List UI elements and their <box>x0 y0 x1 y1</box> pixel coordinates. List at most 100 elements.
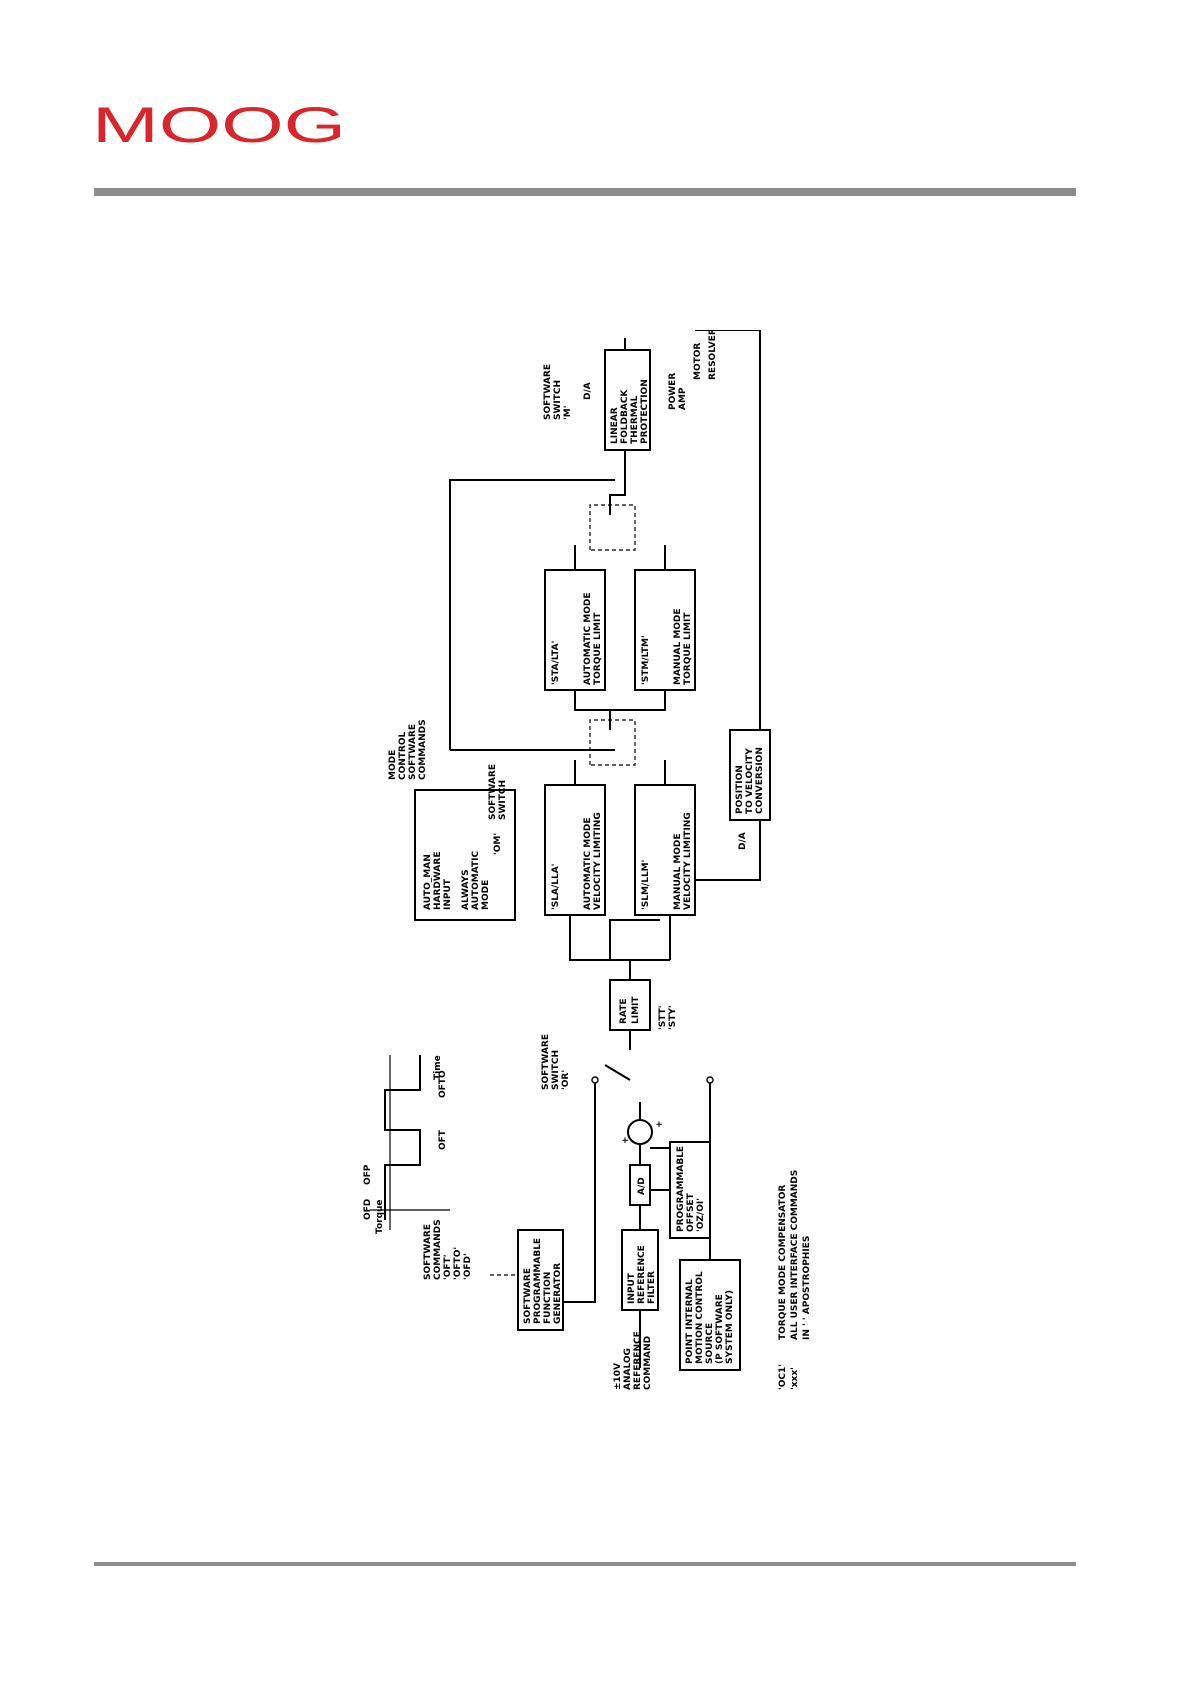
mode-control-line-2: CONTROL <box>398 731 408 780</box>
footer-divider <box>94 1562 1076 1566</box>
foldback-line-4: PROTECTION <box>640 379 650 444</box>
resolver-label: RESOLVER <box>708 330 718 380</box>
control-block-diagram: SOFTWARE PROGRAMMABLE FUNCTION GENERATOR… <box>363 330 812 1390</box>
auto-velocity-line-2: VELOCITY LIMITING <box>593 812 603 910</box>
waveform-ofd-label: OFD <box>363 1199 373 1220</box>
foldback-box <box>604 349 651 451</box>
always-auto-line-3: MODE <box>481 880 491 910</box>
switch-or-line-3: 'OR' <box>561 1070 571 1090</box>
header-divider <box>94 188 1076 196</box>
waveform-time-label: Time <box>433 1055 443 1080</box>
legend-code-2: 'xxx' <box>790 1367 800 1390</box>
pos-vel-line-3: CONVERSION <box>755 747 765 814</box>
analog-ref-line-4: COMMAND <box>643 1336 653 1390</box>
mode-control-line-1: MODE <box>388 750 398 780</box>
power-amp-line-1: POWER <box>668 373 678 410</box>
mode-control-line-4: COMMANDS <box>418 719 428 780</box>
rate-limit-line-1: RATE <box>619 999 629 1024</box>
waveform-oft-label: OFT <box>438 1129 448 1150</box>
function-generator-box <box>517 1229 564 1331</box>
sum-plus-a: + <box>621 1136 631 1144</box>
offset-line-3: 'OZ/OI' <box>696 1198 706 1232</box>
foldback-line-2: FOLDBACK <box>620 389 630 444</box>
diagram-legend: 'OC1' TORQUE MODE COMPENSATOR 'xxx' ALL … <box>778 1170 812 1390</box>
man-torque-box <box>634 569 696 691</box>
da-bottom-label: D/A <box>738 832 748 850</box>
moog-logo: MOOG <box>92 100 346 150</box>
auto-man-line-1: AUTO_MAN <box>423 854 433 910</box>
stt-line-1: 'STT' <box>658 1006 668 1030</box>
input-filter-line-2: REFERENCE <box>637 1245 647 1304</box>
always-auto-line-2: AUTOMATIC <box>471 851 481 910</box>
pos-vel-line-1: POSITION <box>735 765 745 814</box>
input-filter-box <box>621 1229 659 1311</box>
waveform-sketch: Torque Time OFT OFTO OFP OFD <box>363 1055 450 1234</box>
input-filter-line-3: FILTER <box>647 1271 657 1304</box>
man-velocity-line-1: MANUAL MODE <box>673 833 683 910</box>
legend-text-2: ALL USER INTERFACE COMMANDS <box>790 1170 800 1340</box>
summing-junction <box>627 1119 653 1145</box>
velocity-switch <box>589 719 636 766</box>
mode-control-line-3: SOFTWARE <box>408 724 418 780</box>
man-velocity-line-2: VELOCITY LIMITING <box>683 812 693 910</box>
auto-man-line-2: HARDWARE <box>433 852 443 910</box>
waveform-ofp-label: OFP <box>363 1164 373 1185</box>
function-generator-line-3: FUNCTION <box>543 1272 553 1324</box>
torque-switch <box>589 504 636 551</box>
point-internal-line-1: POINT INTERNAL <box>685 1279 695 1364</box>
auto-torque-line-2: TORQUE LIMIT <box>593 612 603 685</box>
waveform-torque-label: Torque <box>375 1199 385 1234</box>
ad-label: A/D <box>637 1177 647 1195</box>
slm-label: 'SLM/LLM' <box>641 860 651 910</box>
offset-box <box>669 1141 711 1239</box>
switch-or-line-2: SWITCH <box>551 1050 561 1090</box>
moog-logo-text: MOOG <box>92 100 346 150</box>
switch-sw-line-1: SOFTWARE <box>488 764 498 820</box>
auto-man-line-3: INPUT <box>443 878 453 910</box>
offset-line-2: OFFSET <box>686 1192 696 1232</box>
block-diagram-figure: SOFTWARE PROGRAMMABLE FUNCTION GENERATOR… <box>290 330 890 1410</box>
software-commands-line-5: 'OFD' <box>463 1253 473 1280</box>
point-internal-box <box>679 1259 741 1371</box>
switch-or-line-1: SOFTWARE <box>541 1034 551 1090</box>
switch-sw-line-2: SWITCH <box>498 780 508 820</box>
man-torque-line-2: TORQUE LIMIT <box>683 612 693 685</box>
power-amp-line-2: AMP <box>678 387 688 410</box>
software-commands-line-1: SOFTWARE <box>423 1224 433 1280</box>
auto-velocity-box <box>544 784 606 916</box>
software-commands-line-3: 'OFT' <box>443 1255 453 1280</box>
auto-torque-box <box>544 569 606 691</box>
waveform-ofto-label: OFTO <box>438 1070 448 1098</box>
switch-m-line-1: SOFTWARE <box>543 364 553 420</box>
software-commands-line-4: 'OFTO' <box>453 1247 463 1280</box>
function-generator-line-4: GENERATOR <box>553 1263 563 1324</box>
legend-code-1: 'OC1' <box>778 1364 788 1390</box>
offset-line-1: PROGRAMMABLE <box>676 1146 686 1232</box>
om-label: 'OM' <box>493 833 503 855</box>
stt-line-2: 'STY' <box>668 1005 678 1030</box>
point-internal-line-2: MOTION CONTROL <box>695 1271 705 1364</box>
man-velocity-box <box>634 784 696 916</box>
position-velocity-box <box>729 729 771 821</box>
point-internal-line-3: SOURCE <box>705 1323 715 1364</box>
analog-ref-line-3: REFERENCE <box>633 1331 643 1390</box>
software-commands-line-2: COMMANDS <box>433 1219 443 1280</box>
pos-vel-line-2: TO VELOCITY <box>745 748 755 814</box>
man-torque-line-1: MANUAL MODE <box>673 608 683 685</box>
switch-m-line-3: 'M' <box>563 406 573 420</box>
rate-limit-box <box>609 979 651 1031</box>
auto-man-box <box>414 789 516 921</box>
analog-ref-line-2: ANALOG <box>623 1348 633 1390</box>
always-auto-line-1: ALWAYS <box>461 869 471 910</box>
rate-limit-line-2: LIMIT <box>631 996 641 1024</box>
auto-torque-line-1: AUTOMATIC MODE <box>583 593 593 685</box>
foldback-line-1: LINEAR <box>610 407 620 444</box>
function-generator-line-1: SOFTWARE <box>523 1268 533 1324</box>
sla-label: 'SLA/LLA' <box>551 864 561 910</box>
input-filter-line-1: INPUT <box>627 1272 637 1304</box>
signal-lines <box>449 330 761 1368</box>
legend-text-1: TORQUE MODE COMPENSATOR <box>778 1185 788 1340</box>
auto-velocity-line-1: AUTOMATIC MODE <box>583 818 593 910</box>
sum-plus-b: + <box>655 1120 665 1128</box>
foldback-line-3: THERMAL <box>630 395 640 444</box>
